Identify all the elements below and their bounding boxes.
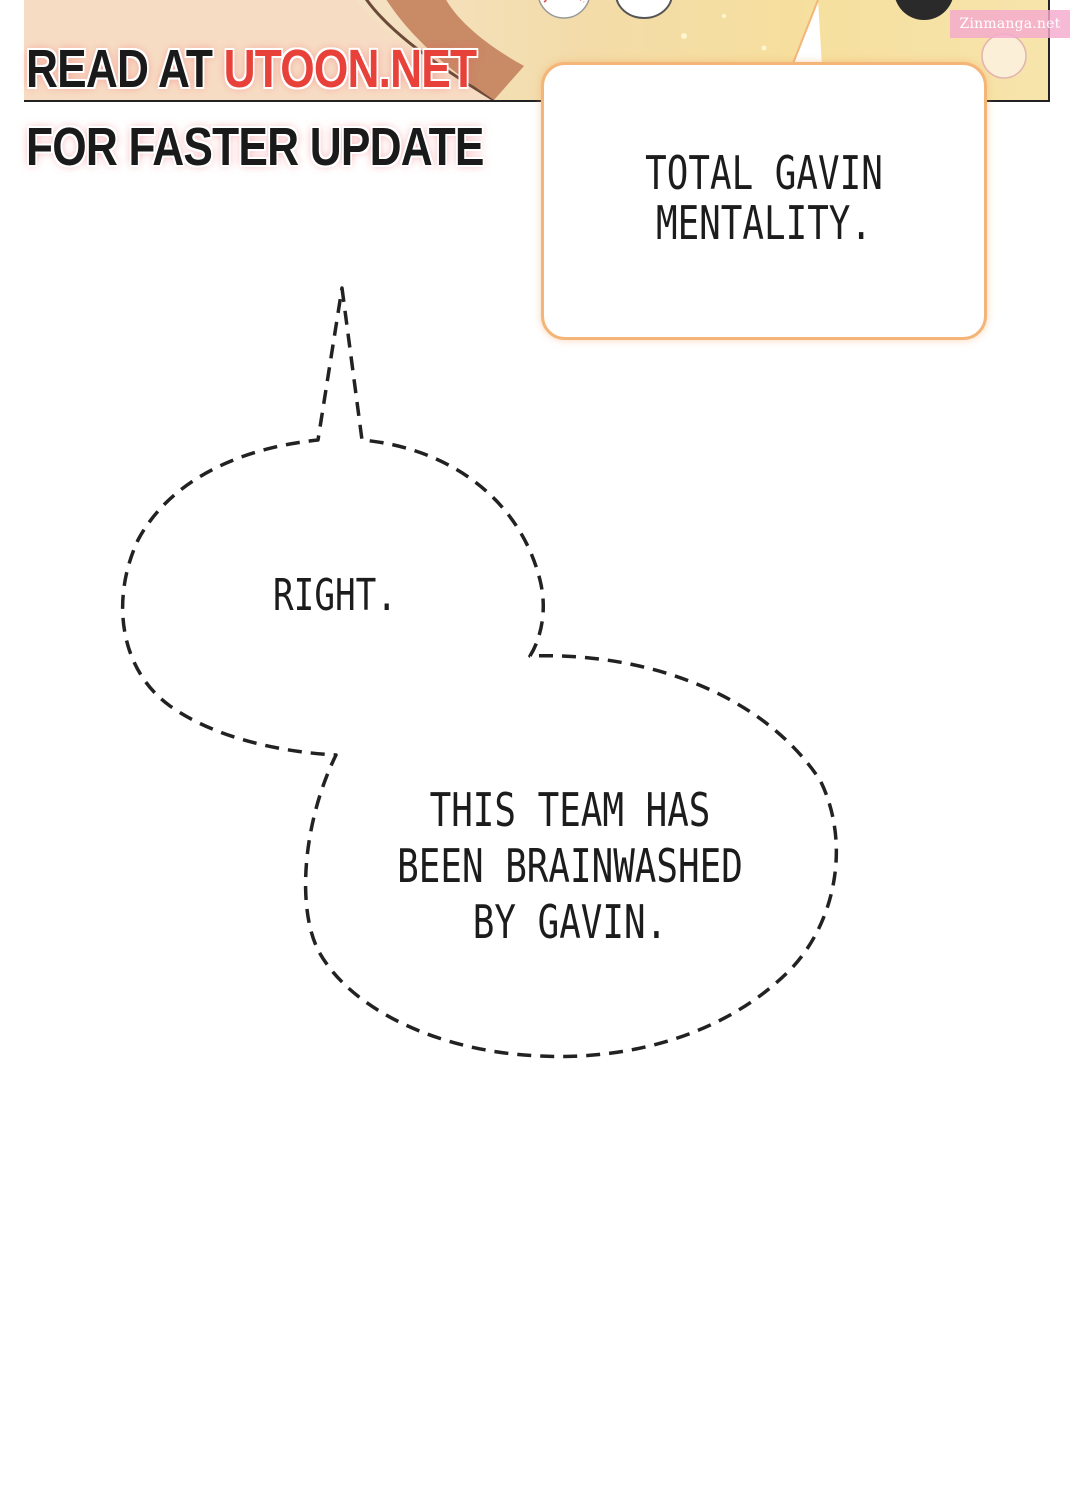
baseball-left bbox=[538, 0, 590, 19]
dark-shape bbox=[895, 0, 953, 20]
top-art-panel bbox=[24, 0, 1050, 102]
thought-bubble-text-right: RIGHT. bbox=[273, 570, 397, 621]
promo-faster-update: FOR FASTER UPDATE bbox=[26, 117, 484, 177]
promo-read-at: READ AT UTOON.NET bbox=[26, 39, 477, 99]
promo-site-link[interactable]: UTOON.NET bbox=[223, 39, 477, 99]
sparkle bbox=[681, 33, 687, 39]
panel-illustration bbox=[24, 0, 1027, 100]
thought-bubble-text-team: THIS TEAM HAS BEEN BRAINWASHED BY GAVIN. bbox=[397, 783, 743, 949]
sparkle bbox=[761, 45, 767, 51]
baseball-center bbox=[615, 0, 673, 19]
panel-shape-skin bbox=[24, 0, 494, 100]
speech-bubble-total-gavin bbox=[541, 62, 987, 340]
sparkle bbox=[722, 14, 726, 18]
panel-shape-glove bbox=[386, 0, 524, 100]
panel-outline bbox=[365, 0, 495, 100]
speech-bubble-text: TOTAL GAVIN MENTALITY. bbox=[645, 146, 883, 250]
bubble-tail bbox=[791, 0, 822, 67]
promo-read-at-prefix: READ AT bbox=[26, 39, 224, 99]
site-watermark-tag[interactable]: Zinmanga.net bbox=[950, 10, 1070, 38]
bubble-tail-edge bbox=[791, 0, 819, 67]
thought-bubble-right-outline bbox=[120, 286, 838, 1059]
